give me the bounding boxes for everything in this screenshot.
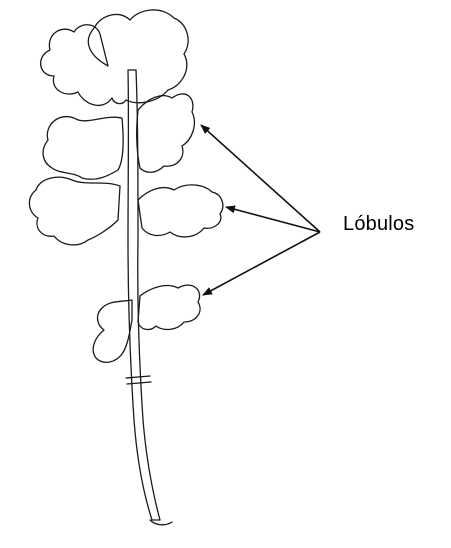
middle-right-lobe: [138, 185, 223, 237]
upper-right-lobe: [137, 94, 195, 172]
lower-right-lobe: [138, 285, 200, 329]
stem: [128, 70, 160, 520]
lower-left-lobe: [93, 300, 132, 362]
lobes-label: Lóbulos: [343, 213, 414, 236]
arrow-bottom: [203, 232, 320, 295]
upper-left-lobe: [43, 117, 123, 180]
stem-node: [126, 376, 151, 384]
top-lobe: [41, 10, 188, 105]
stem-end: [150, 520, 172, 525]
middle-left-lobe: [29, 177, 120, 245]
